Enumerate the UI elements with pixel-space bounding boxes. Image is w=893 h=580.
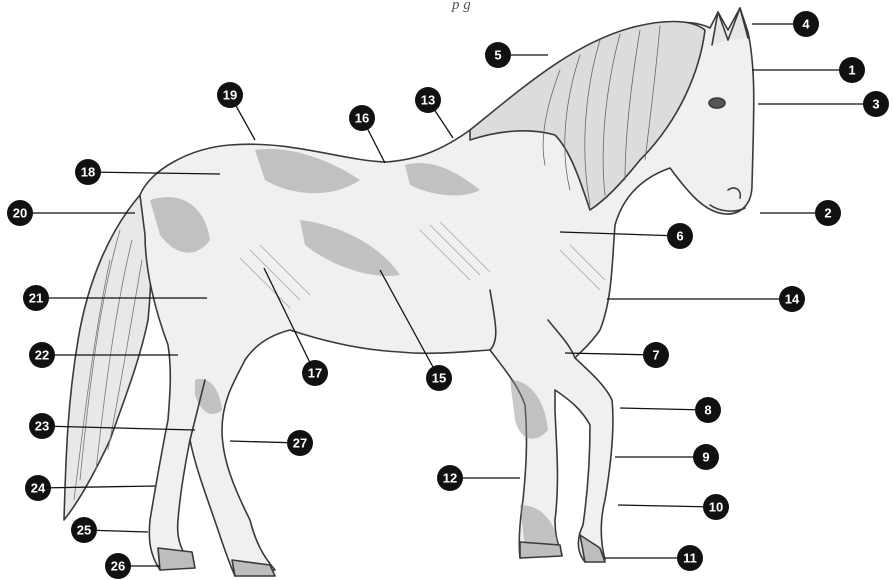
callout-number-8: 8: [704, 403, 711, 418]
callout-number-20: 20: [13, 206, 27, 221]
top-text-fragment: p g: [451, 0, 471, 13]
callout-number-16: 16: [355, 111, 369, 126]
callout-number-25: 25: [77, 523, 91, 538]
callout-number-13: 13: [421, 93, 435, 108]
callout-number-26: 26: [111, 559, 125, 574]
eye: [709, 98, 725, 108]
callout-number-22: 22: [35, 348, 49, 363]
callout-number-21: 21: [29, 291, 43, 306]
callout-number-24: 24: [31, 481, 46, 496]
callout-number-9: 9: [702, 450, 709, 465]
callout-number-15: 15: [432, 371, 446, 386]
callout-number-1: 1: [848, 63, 855, 78]
callout-number-5: 5: [494, 48, 501, 63]
callout-number-18: 18: [81, 165, 95, 180]
callout-number-14: 14: [785, 292, 800, 307]
callout-number-27: 27: [293, 436, 307, 451]
leader-line-24: [38, 486, 155, 488]
callout-number-12: 12: [443, 471, 457, 486]
callout-number-2: 2: [824, 206, 831, 221]
leader-line-10: [618, 505, 716, 507]
callout-number-23: 23: [35, 419, 49, 434]
callout-number-19: 19: [223, 88, 237, 103]
horse-illustration: [64, 8, 754, 576]
callout-number-4: 4: [802, 17, 810, 32]
leader-line-8: [620, 408, 708, 410]
callout-number-11: 11: [683, 551, 697, 566]
tail: [64, 195, 151, 520]
callout-number-6: 6: [676, 229, 683, 244]
callout-number-17: 17: [308, 366, 322, 381]
callout-number-7: 7: [652, 348, 659, 363]
callout-number-10: 10: [709, 500, 723, 515]
callout-number-3: 3: [872, 97, 879, 112]
